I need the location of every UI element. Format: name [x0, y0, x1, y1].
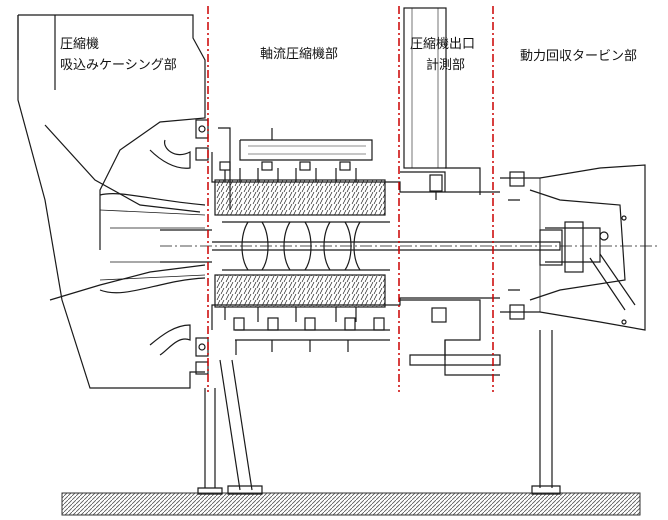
power-turbine-section	[500, 164, 646, 331]
ground-floor	[61, 492, 641, 516]
support-stands	[197, 330, 561, 495]
label-intake-line1: 圧縮機	[60, 37, 100, 52]
label-outlet-line1: 圧縮機出口	[410, 37, 476, 52]
label-power-turbine-line1: 動力回収タービン部	[520, 49, 638, 64]
outlet-measurement-section	[400, 7, 501, 376]
label-outlet-measurement: 圧縮機出口 計測部	[410, 34, 475, 76]
label-axial-compressor: 軸流圧縮機部	[260, 44, 338, 65]
main-shaft	[160, 227, 660, 263]
label-power-turbine: 動力回収タービン部	[520, 46, 637, 67]
label-axial-compressor-line1: 軸流圧縮機部	[260, 47, 339, 62]
axial-compressor-assembly	[211, 127, 500, 355]
label-intake-casing: 圧縮機 吸込みケーシング部	[60, 34, 177, 76]
label-intake-line2: 吸込みケーシング部	[60, 58, 177, 73]
label-outlet-line2: 計測部	[426, 58, 466, 73]
